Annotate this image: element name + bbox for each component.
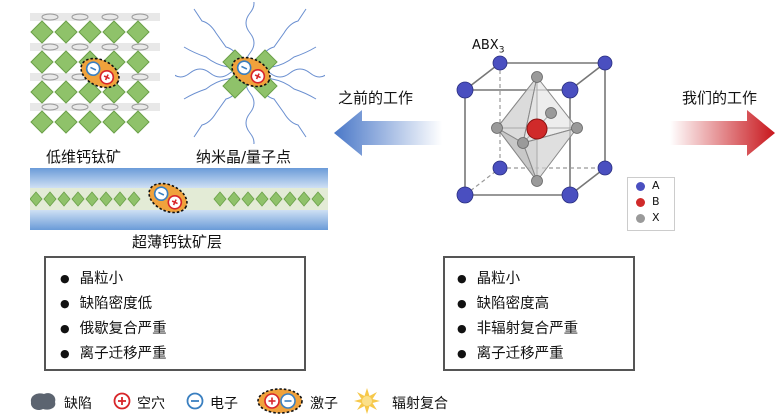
exciton-icon — [80, 57, 120, 89]
list-item: 俄歇复合严重 — [60, 317, 304, 342]
our-work-label: 我们的工作 — [682, 89, 758, 107]
defect-label: 缺陷 — [64, 396, 92, 412]
ultrathin-label: 超薄钙钛矿层 — [132, 233, 223, 251]
hole-icon — [113, 392, 131, 410]
atom-b-label: B — [652, 195, 660, 208]
list-item: 离子迁移严重 — [457, 342, 633, 367]
electron-label: 电子 — [210, 396, 238, 412]
atom-a-swatch — [636, 182, 645, 191]
low-dim-label: 低维钙钛矿 — [46, 148, 122, 166]
atom-x-label: X — [652, 211, 660, 224]
previous-work-properties: 晶粒小 缺陷密度低 俄歇复合严重 离子迁移严重 — [44, 256, 306, 371]
nanocrystal-illustration — [175, 2, 325, 144]
radiative-recombination-icon — [354, 388, 380, 414]
abx3-formula: ABX3 — [472, 38, 505, 56]
bottom-legend: 缺陷 空穴 电子 激子 辐射复合 — [0, 386, 777, 416]
atom-b-swatch — [636, 198, 645, 207]
list-item: 非辐射复合严重 — [457, 317, 633, 342]
our-work-properties: 晶粒小 缺陷密度高 非辐射复合严重 离子迁移严重 — [443, 256, 635, 371]
list-item: 晶粒小 — [60, 267, 304, 292]
hole-label: 空穴 — [137, 396, 165, 412]
list-item: 离子迁移严重 — [60, 342, 304, 367]
ultrathin-layer-illustration — [30, 168, 328, 230]
low-dim-perovskite-illustration — [30, 13, 160, 134]
list-item: 晶粒小 — [457, 267, 633, 292]
defect-icon — [30, 393, 56, 411]
previous-work-label: 之前的工作 — [338, 89, 414, 107]
atom-x-swatch — [636, 214, 645, 223]
abx3-structure-illustration — [456, 55, 613, 204]
list-item: 缺陷密度低 — [60, 292, 304, 317]
left-arrow-icon — [334, 110, 442, 156]
exciton-legend-icon — [257, 388, 303, 414]
atom-legend: A B X — [627, 177, 675, 231]
atom-a-label: A — [652, 179, 660, 192]
exciton-label: 激子 — [310, 396, 338, 412]
nanocrystal-label: 纳米晶/量子点 — [196, 148, 292, 166]
right-arrow-icon — [670, 110, 775, 156]
list-item: 缺陷密度高 — [457, 292, 633, 317]
electron-icon — [186, 392, 204, 410]
radiative-label: 辐射复合 — [392, 396, 448, 412]
